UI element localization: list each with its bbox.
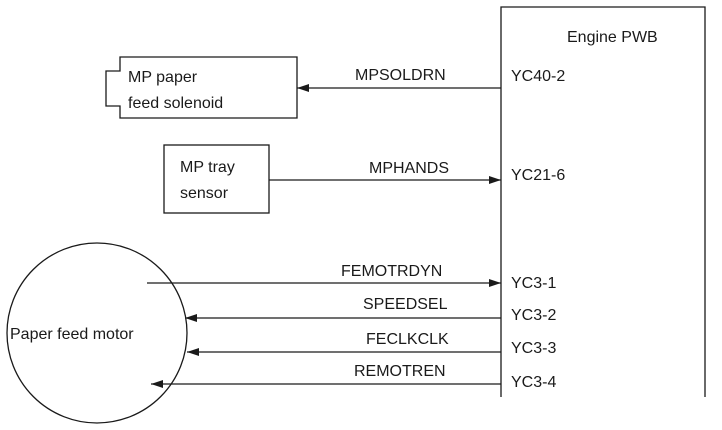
pin-yc21-6: YC21-6 bbox=[511, 167, 565, 184]
mp-tray-sensor-box bbox=[163, 144, 270, 214]
speedsel-arrowhead bbox=[185, 314, 197, 322]
mp-solenoid-label-line2: feed solenoid bbox=[128, 95, 223, 112]
femotrdyn-arrowhead bbox=[489, 279, 501, 287]
mpsoldrn-arrowhead bbox=[297, 84, 309, 92]
pin-yc3-4: YC3-4 bbox=[511, 374, 556, 391]
mphands-arrowhead bbox=[489, 176, 501, 184]
speedsel-label: SPEEDSEL bbox=[363, 296, 448, 313]
mpsoldrn-label: MPSOLDRN bbox=[355, 67, 446, 84]
mp-solenoid-box bbox=[105, 56, 298, 119]
mphands-label: MPHANDS bbox=[369, 160, 449, 177]
engine-pwb-outline bbox=[500, 6, 706, 397]
femotrdyn-label: FEMOTRDYN bbox=[341, 263, 442, 280]
engine-pwb-title: Engine PWB bbox=[567, 29, 658, 46]
paper-feed-motor-circle bbox=[6, 242, 188, 424]
pin-yc3-1: YC3-1 bbox=[511, 275, 556, 292]
feclkclk-label: FECLKCLK bbox=[366, 331, 449, 348]
pin-yc40-2: YC40-2 bbox=[511, 68, 565, 85]
paper-feed-motor-label: Paper feed motor bbox=[10, 326, 134, 343]
remotren-arrowhead bbox=[151, 380, 163, 388]
mp-solenoid-label-line1: MP paper bbox=[128, 69, 198, 86]
remotren-label: REMOTREN bbox=[354, 363, 446, 380]
mp-tray-sensor-label-line1: MP tray bbox=[180, 159, 235, 176]
pin-yc3-2: YC3-2 bbox=[511, 307, 556, 324]
feclkclk-arrowhead bbox=[187, 348, 199, 356]
mp-tray-sensor-label-line2: sensor bbox=[180, 185, 229, 202]
pin-yc3-3: YC3-3 bbox=[511, 340, 556, 357]
